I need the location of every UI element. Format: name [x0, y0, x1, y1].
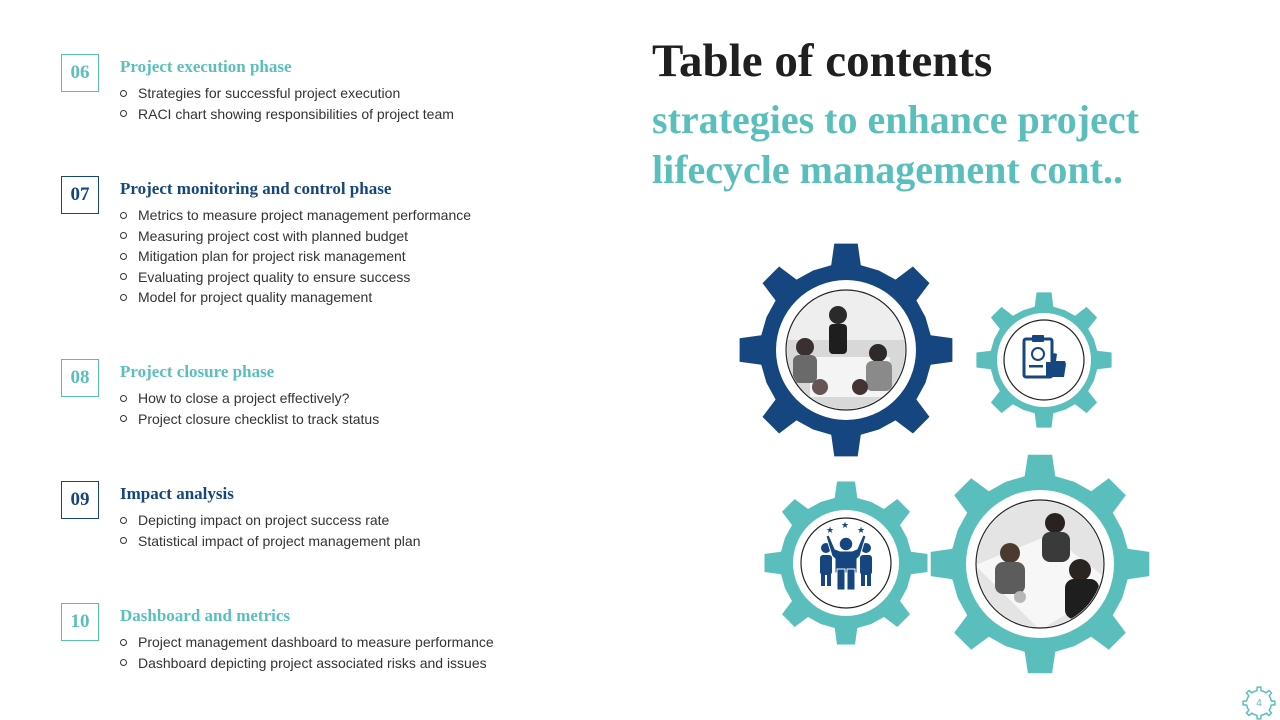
bullet-circle-icon — [120, 89, 127, 97]
list-item: Mitigation plan for project risk managem… — [120, 246, 471, 267]
svg-text:★: ★ — [841, 521, 849, 531]
section-title: Project closure phase — [120, 362, 275, 381]
svg-text:★: ★ — [826, 526, 834, 536]
clipboard-thumbs-up-icon — [1022, 335, 1066, 379]
bullet-circle-icon — [120, 638, 127, 646]
list-item: How to close a project effectively? — [120, 388, 379, 409]
gear-teal-medium: ★ ★ ★ — [764, 481, 928, 645]
team-success-icon: ★ ★ ★ — [820, 521, 872, 591]
list-item: Measuring project cost with planned budg… — [120, 226, 471, 247]
svg-text:★: ★ — [857, 526, 865, 536]
bullet-circle-icon — [120, 516, 127, 524]
bullet-circle-icon — [120, 252, 127, 260]
section-number-box: 09 — [61, 481, 99, 519]
section-title: Impact analysis — [120, 484, 234, 503]
page-number: 4 — [1241, 685, 1277, 720]
list-item: RACI chart showing responsibilities of p… — [120, 104, 454, 125]
section-bullet-list: Strategies for successful project execut… — [120, 83, 454, 124]
page-number-label: 4 — [1256, 697, 1262, 709]
list-item: Statistical impact of project management… — [120, 531, 420, 552]
list-item: Dashboard depicting project associated r… — [120, 653, 494, 674]
list-item: Strategies for successful project execut… — [120, 83, 454, 104]
bullet-circle-icon — [120, 211, 127, 219]
bullet-circle-icon — [120, 415, 127, 423]
section-bullet-list: Depicting impact on project success rate… — [120, 510, 420, 551]
section-number-box: 08 — [61, 359, 99, 397]
bullet-circle-icon — [120, 110, 127, 118]
bullet-circle-icon — [120, 273, 127, 281]
bullet-circle-icon — [120, 659, 127, 667]
section-title: Project execution phase — [120, 57, 292, 76]
gear-navy-large — [739, 243, 953, 457]
gear-teal-large — [930, 454, 1150, 674]
section-bullet-list: Metrics to measure project management pe… — [120, 205, 471, 308]
section-title: Project monitoring and control phase — [120, 179, 392, 198]
bullet-circle-icon — [120, 394, 127, 402]
section-bullet-list: How to close a project effectively? Proj… — [120, 388, 379, 429]
section-number-box: 06 — [61, 54, 99, 92]
bullet-circle-icon — [120, 293, 127, 301]
section-title: Dashboard and metrics — [120, 606, 291, 625]
list-item: Project closure checklist to track statu… — [120, 409, 379, 430]
gears-illustration: ★ ★ ★ — [739, 243, 1150, 674]
page-subtitle: strategies to enhance project lifecycle … — [652, 97, 1139, 192]
bullet-circle-icon — [120, 537, 127, 545]
meeting-photo-icon — [787, 291, 905, 409]
list-item: Depicting impact on project success rate — [120, 510, 420, 531]
list-item: Project management dashboard to measure … — [120, 632, 494, 653]
section-number-box: 10 — [61, 603, 99, 641]
gear-outline-icon — [1242, 686, 1276, 720]
list-item: Model for project quality management — [120, 287, 471, 308]
gear-teal-small — [976, 292, 1112, 428]
section-number-box: 07 — [61, 176, 99, 214]
list-item: Metrics to measure project management pe… — [120, 205, 471, 226]
bullet-circle-icon — [120, 232, 127, 240]
list-item: Evaluating project quality to ensure suc… — [120, 267, 471, 288]
page-title: Table of contents — [652, 35, 993, 87]
section-bullet-list: Project management dashboard to measure … — [120, 632, 494, 673]
